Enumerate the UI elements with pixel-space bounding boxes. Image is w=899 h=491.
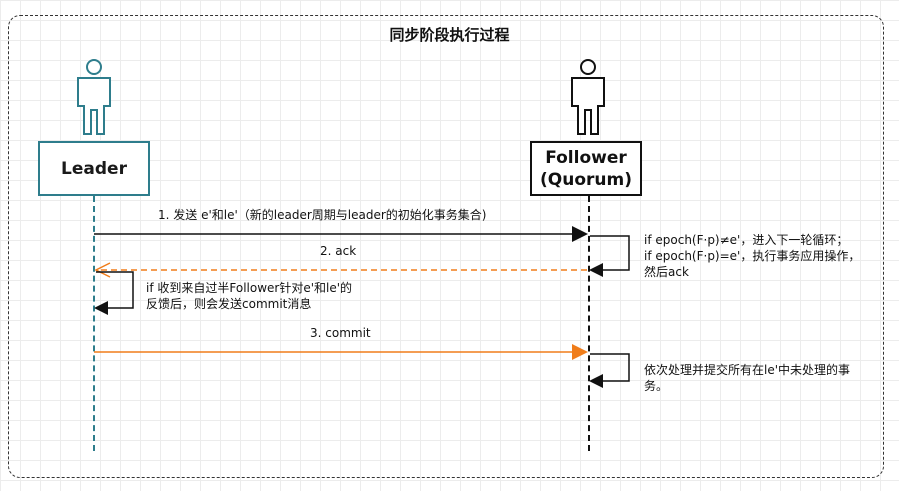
follower-self-loop-2-head bbox=[589, 374, 603, 388]
leader-commit-line-1: if 收到来自过半Follower针对e'和le'的 bbox=[146, 281, 353, 295]
leader-self-loop-head bbox=[94, 301, 108, 315]
follower-check-line-2: if epoch(F·p)=e'，执行事务应用操作， bbox=[644, 249, 861, 263]
follower-check-line-3: 然后ack bbox=[644, 265, 689, 279]
follower-box: Follower (Quorum) bbox=[530, 141, 642, 196]
diagram-title: 同步阶段执行过程 bbox=[389, 26, 510, 44]
follower-process-line-1: 依次处理并提交所有在le'中未处理的事 bbox=[644, 363, 851, 377]
leader-label: Leader bbox=[61, 158, 127, 179]
follower-self-loop-2 bbox=[590, 353, 630, 382]
follower-sublabel: (Quorum) bbox=[540, 169, 632, 190]
message-1-label: 1. 发送 e'和le'（新的leader周期与leader的初始化事务集合) bbox=[158, 208, 487, 222]
message-2-arrowhead bbox=[94, 262, 111, 278]
leader-self-loop bbox=[96, 271, 134, 309]
message-3-label: 3. commit bbox=[310, 326, 371, 340]
leader-box: Leader bbox=[38, 141, 150, 196]
follower-process-note: 依次处理并提交所有在le'中未处理的事 务。 bbox=[644, 362, 850, 394]
leader-commit-line-2: 反馈后，则会发送commit消息 bbox=[146, 297, 312, 311]
leader-person-icon bbox=[77, 59, 111, 135]
follower-label: Follower bbox=[545, 147, 627, 168]
follower-self-loop-1-head bbox=[589, 263, 603, 277]
message-1-arrowhead bbox=[572, 226, 588, 242]
follower-check-note: if epoch(F·p)≠e'，进入下一轮循环； if epoch(F·p)=… bbox=[644, 232, 860, 280]
leader-commit-note: if 收到来自过半Follower针对e'和le'的 反馈后，则会发送commi… bbox=[146, 280, 352, 312]
leader-lifeline bbox=[93, 196, 95, 451]
follower-process-line-2: 务。 bbox=[644, 379, 669, 393]
follower-self-loop-1 bbox=[590, 235, 630, 271]
follower-person-icon bbox=[571, 59, 605, 135]
message-2-label: 2. ack bbox=[320, 244, 357, 258]
diagram-frame bbox=[8, 15, 884, 478]
follower-check-line-1: if epoch(F·p)≠e'，进入下一轮循环； bbox=[644, 233, 849, 247]
follower-lifeline bbox=[588, 196, 590, 451]
message-3-arrowhead bbox=[572, 344, 588, 360]
